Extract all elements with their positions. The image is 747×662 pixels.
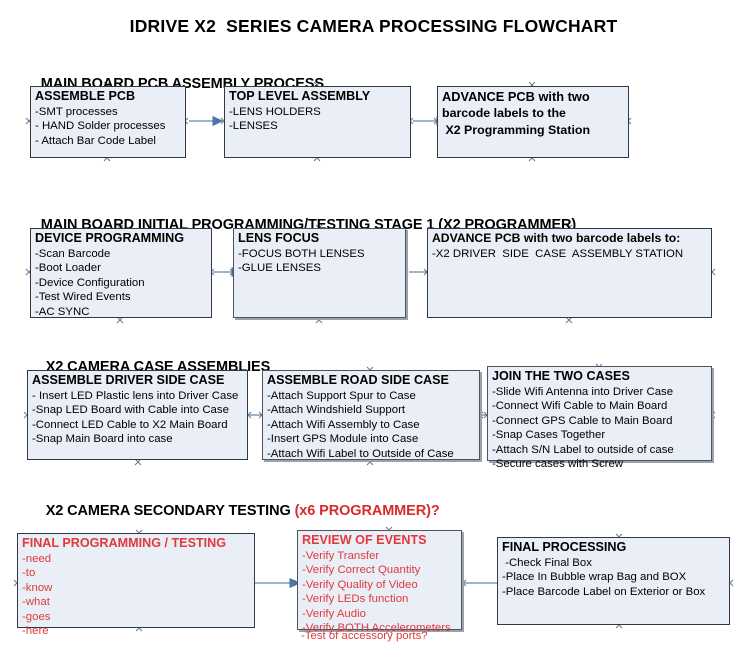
node-title: ASSEMBLE ROAD SIDE CASE bbox=[267, 373, 449, 387]
node-line: -LENSES bbox=[229, 120, 278, 133]
node-line: -Snap LED Board with Cable into Case bbox=[32, 404, 229, 417]
node-line: X2 Programming Station bbox=[442, 122, 591, 137]
node-line: -Connect GPS Cable to Main Board bbox=[492, 414, 673, 427]
node-advance-pcb-driver-side[interactable]: ADVANCE PCB with two barcode labels to: … bbox=[427, 228, 712, 318]
node-title: JOIN THE TWO CASES bbox=[492, 369, 630, 383]
section-heading-accent: (x6 PROGRAMMER)? bbox=[294, 503, 440, 519]
node-lens-focus[interactable]: LENS FOCUS -FOCUS BOTH LENSES -GLUE LENS… bbox=[233, 228, 406, 318]
node-line: -LENS HOLDERS bbox=[229, 106, 321, 118]
node-line: -Connect LED Cable to X2 Main Board bbox=[32, 418, 228, 431]
node-line: -Verify LEDs function bbox=[302, 593, 409, 606]
node-line: -Attach Windshield Support bbox=[267, 404, 406, 417]
node-line: -Boot Loader bbox=[35, 262, 101, 275]
node-title: REVIEW OF EVENTS bbox=[302, 533, 427, 547]
node-line: -Verify Correct Quantity bbox=[302, 564, 421, 577]
node-line: -Verify BOTH Accelerometers bbox=[302, 622, 451, 635]
node-title: FINAL PROGRAMMING / TESTING bbox=[22, 536, 227, 550]
node-line: -Attach Wifi Label to Outside of Case bbox=[267, 447, 454, 460]
node-line: -Insert GPS Module into Case bbox=[267, 433, 419, 446]
node-line: -here bbox=[22, 625, 49, 638]
node-line: - Attach Bar Code Label bbox=[35, 134, 156, 147]
node-title: LENS FOCUS bbox=[238, 231, 320, 245]
node-line: -Attach Support Spur to Case bbox=[267, 390, 416, 402]
node-line: -Verify Quality of Video bbox=[302, 578, 418, 591]
node-line: -what bbox=[22, 596, 50, 609]
node-line: -GLUE LENSES bbox=[238, 262, 321, 275]
node-line: -Verify Transfer bbox=[302, 550, 380, 562]
node-title: ASSEMBLE PCB bbox=[35, 89, 136, 103]
node-title: ADVANCE PCB with two bbox=[442, 89, 590, 104]
node-line: -X2 DRIVER SIDE CASE ASSEMBLY STATION bbox=[432, 248, 684, 260]
node-title: ADVANCE PCB with two barcode labels to: bbox=[432, 231, 681, 245]
node-join-the-two-cases[interactable]: JOIN THE TWO CASES -Slide Wifi Antenna i… bbox=[487, 366, 712, 470]
node-final-processing[interactable]: FINAL PROCESSING -Check Final Box -Place… bbox=[497, 537, 730, 625]
node-line: -Place Barcode Label on Exterior or Box bbox=[502, 585, 706, 598]
node-line: -Connect Wifi Cable to Main Board bbox=[492, 400, 668, 413]
node-assemble-driver-side-case[interactable]: ASSEMBLE DRIVER SIDE CASE - Insert LED P… bbox=[27, 370, 248, 460]
section-heading-text: X2 CAMERA SECONDARY TESTING bbox=[45, 503, 295, 519]
node-line: -SMT processes bbox=[35, 106, 118, 118]
node-line: -Secure cases with Screw bbox=[492, 458, 624, 471]
node-line: -Attach S/N Label to outside of case bbox=[492, 443, 674, 456]
node-line: -Attach Wifi Assembly to Case bbox=[267, 418, 420, 431]
node-final-programming-testing[interactable]: FINAL PROGRAMMING / TESTING -need -to -k… bbox=[17, 533, 255, 637]
node-line: -Verify Audio bbox=[302, 607, 366, 620]
node-review-of-events[interactable]: REVIEW OF EVENTS -Verify Transfer -Verif… bbox=[297, 530, 462, 634]
node-advance-pcb-programming-station[interactable]: ADVANCE PCB with two barcode labels to t… bbox=[437, 86, 629, 158]
node-title: FINAL PROCESSING bbox=[502, 540, 627, 554]
node-line: -AC SYNC bbox=[35, 305, 90, 318]
node-top-level-assembly[interactable]: TOP LEVEL ASSEMBLY -LENS HOLDERS -LENSES bbox=[224, 86, 411, 158]
node-review-of-events-overflow-line: -Test of accessory ports? bbox=[301, 630, 428, 642]
node-line: -Slide Wifi Antenna into Driver Case bbox=[492, 386, 674, 398]
node-line: -Place In Bubble wrap Bag and BOX bbox=[502, 571, 687, 584]
section-heading-secondary-testing: X2 CAMERA SECONDARY TESTING (x6 PROGRAMM… bbox=[30, 487, 440, 535]
node-line: -Check Final Box bbox=[502, 557, 592, 569]
node-line: -Snap Main Board into case bbox=[32, 433, 173, 446]
node-line: -Snap Cases Together bbox=[492, 429, 606, 442]
node-line: -need bbox=[22, 553, 52, 565]
node-title: TOP LEVEL ASSEMBLY bbox=[229, 89, 371, 103]
node-assemble-road-side-case[interactable]: ASSEMBLE ROAD SIDE CASE -Attach Support … bbox=[262, 370, 480, 460]
node-line: barcode labels to the bbox=[442, 106, 566, 120]
node-title: ASSEMBLE DRIVER SIDE CASE bbox=[32, 373, 225, 387]
node-line: -goes bbox=[22, 610, 51, 623]
node-line: -Test Wired Events bbox=[35, 291, 131, 304]
node-line: -Scan Barcode bbox=[35, 248, 111, 260]
node-line: -Device Configuration bbox=[35, 276, 145, 289]
node-assemble-pcb[interactable]: ASSEMBLE PCB -SMT processes - HAND Solde… bbox=[30, 86, 186, 158]
node-device-programming[interactable]: DEVICE PROGRAMMING -Scan Barcode -Boot L… bbox=[30, 228, 212, 318]
node-line: -to bbox=[22, 567, 36, 580]
page-title: IDRIVE X2 SERIES CAMERA PROCESSING FLOWC… bbox=[129, 16, 618, 36]
node-line: - Insert LED Plastic lens into Driver Ca… bbox=[32, 390, 239, 402]
node-line: -know bbox=[22, 581, 53, 594]
node-line: - HAND Solder processes bbox=[35, 120, 166, 133]
node-title: DEVICE PROGRAMMING bbox=[35, 231, 185, 245]
node-line: -FOCUS BOTH LENSES bbox=[238, 248, 365, 260]
